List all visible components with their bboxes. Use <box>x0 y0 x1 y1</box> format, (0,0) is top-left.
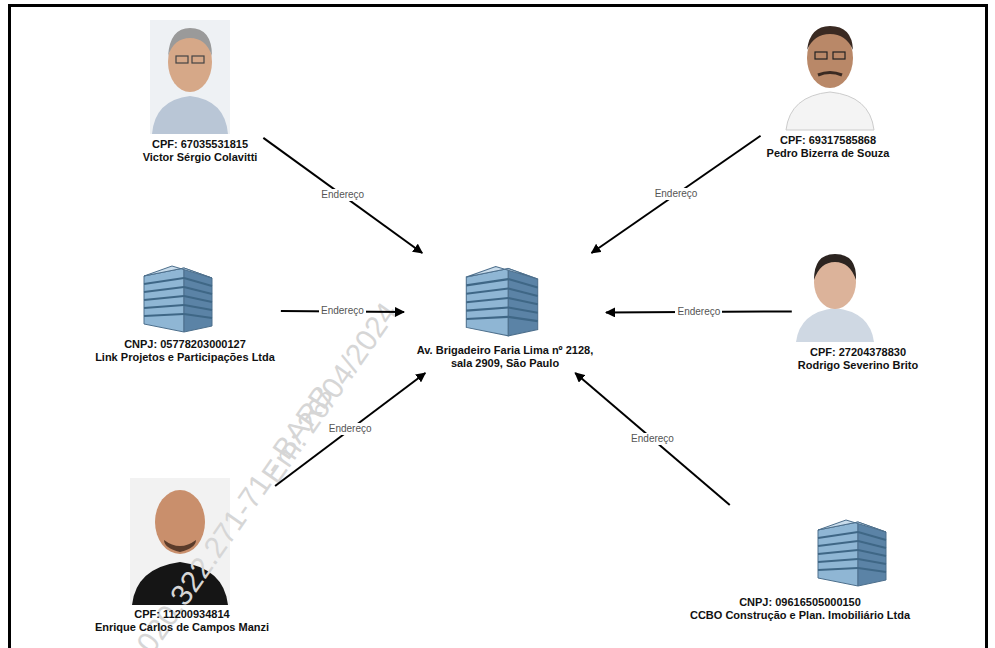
watermark: Em: 26/04/2024 <box>255 296 404 489</box>
id-number: CPF: 69317585868 <box>764 134 893 147</box>
entity-name: Pedro Bizerra de Souza <box>764 147 893 160</box>
icon-space <box>463 256 547 344</box>
edge-label: Endereço <box>675 306 722 318</box>
person-photo <box>790 250 880 342</box>
entity-name: CCBO Construção e Plan. Imobiliário Ltda <box>687 609 913 622</box>
icon-space <box>813 250 903 346</box>
id-number: CPF: 67035531815 <box>140 138 261 151</box>
building-icon <box>466 267 537 336</box>
entity-node: CPF: 67035531815Victor Sérgio Colavitti <box>140 20 261 164</box>
id-number: CNPJ: 05778203000127 <box>92 338 278 351</box>
entity-node: CNPJ: 05778203000127Link Projetos e Part… <box>92 256 278 364</box>
address-link <box>263 138 422 253</box>
entity-node: CPF: 11200934814Enrique Carlos de Campos… <box>92 478 272 634</box>
building-icon <box>144 266 212 332</box>
icon-space <box>160 20 240 138</box>
entity-name: Link Projetos e Participações Ltda <box>92 351 278 364</box>
address-link <box>275 373 425 486</box>
entity-name: Av. Brigadeiro Faria Lima nº 2128, sala … <box>407 344 603 370</box>
entity-name: Enrique Carlos de Campos Manzi <box>92 621 272 634</box>
address-link <box>592 136 761 253</box>
id-number: CNPJ: 09616505000150 <box>687 596 913 609</box>
icon-space <box>760 508 840 596</box>
address-link <box>575 373 730 505</box>
entity-node: CPF: 27204378830Rodrigo Severino Brito <box>795 250 921 372</box>
entity-node: CNPJ: 09616505000150CCBO Construção e Pl… <box>687 508 913 622</box>
icon-space <box>145 256 225 338</box>
edge-label: Endereço <box>327 423 374 435</box>
person-photo <box>780 18 880 130</box>
id-number: CPF: 27204378830 <box>795 346 921 359</box>
entity-node: Av. Brigadeiro Faria Lima nº 2128, sala … <box>407 256 603 370</box>
entity-name: Victor Sérgio Colavitti <box>140 151 261 164</box>
icon-space <box>778 18 878 134</box>
edge-label: Endereço <box>653 188 700 200</box>
icon-space <box>132 478 232 608</box>
edge-label: Endereço <box>319 189 366 201</box>
id-number: CPF: 11200934814 <box>92 608 272 621</box>
building-icon <box>818 520 886 586</box>
edge-label: Endereço <box>629 433 676 445</box>
person-photo <box>150 20 230 134</box>
entity-node: CPF: 69317585868Pedro Bizerra de Souza <box>764 18 893 160</box>
entity-name: Rodrigo Severino Brito <box>795 359 921 372</box>
edge-label: Endereço <box>319 305 366 317</box>
